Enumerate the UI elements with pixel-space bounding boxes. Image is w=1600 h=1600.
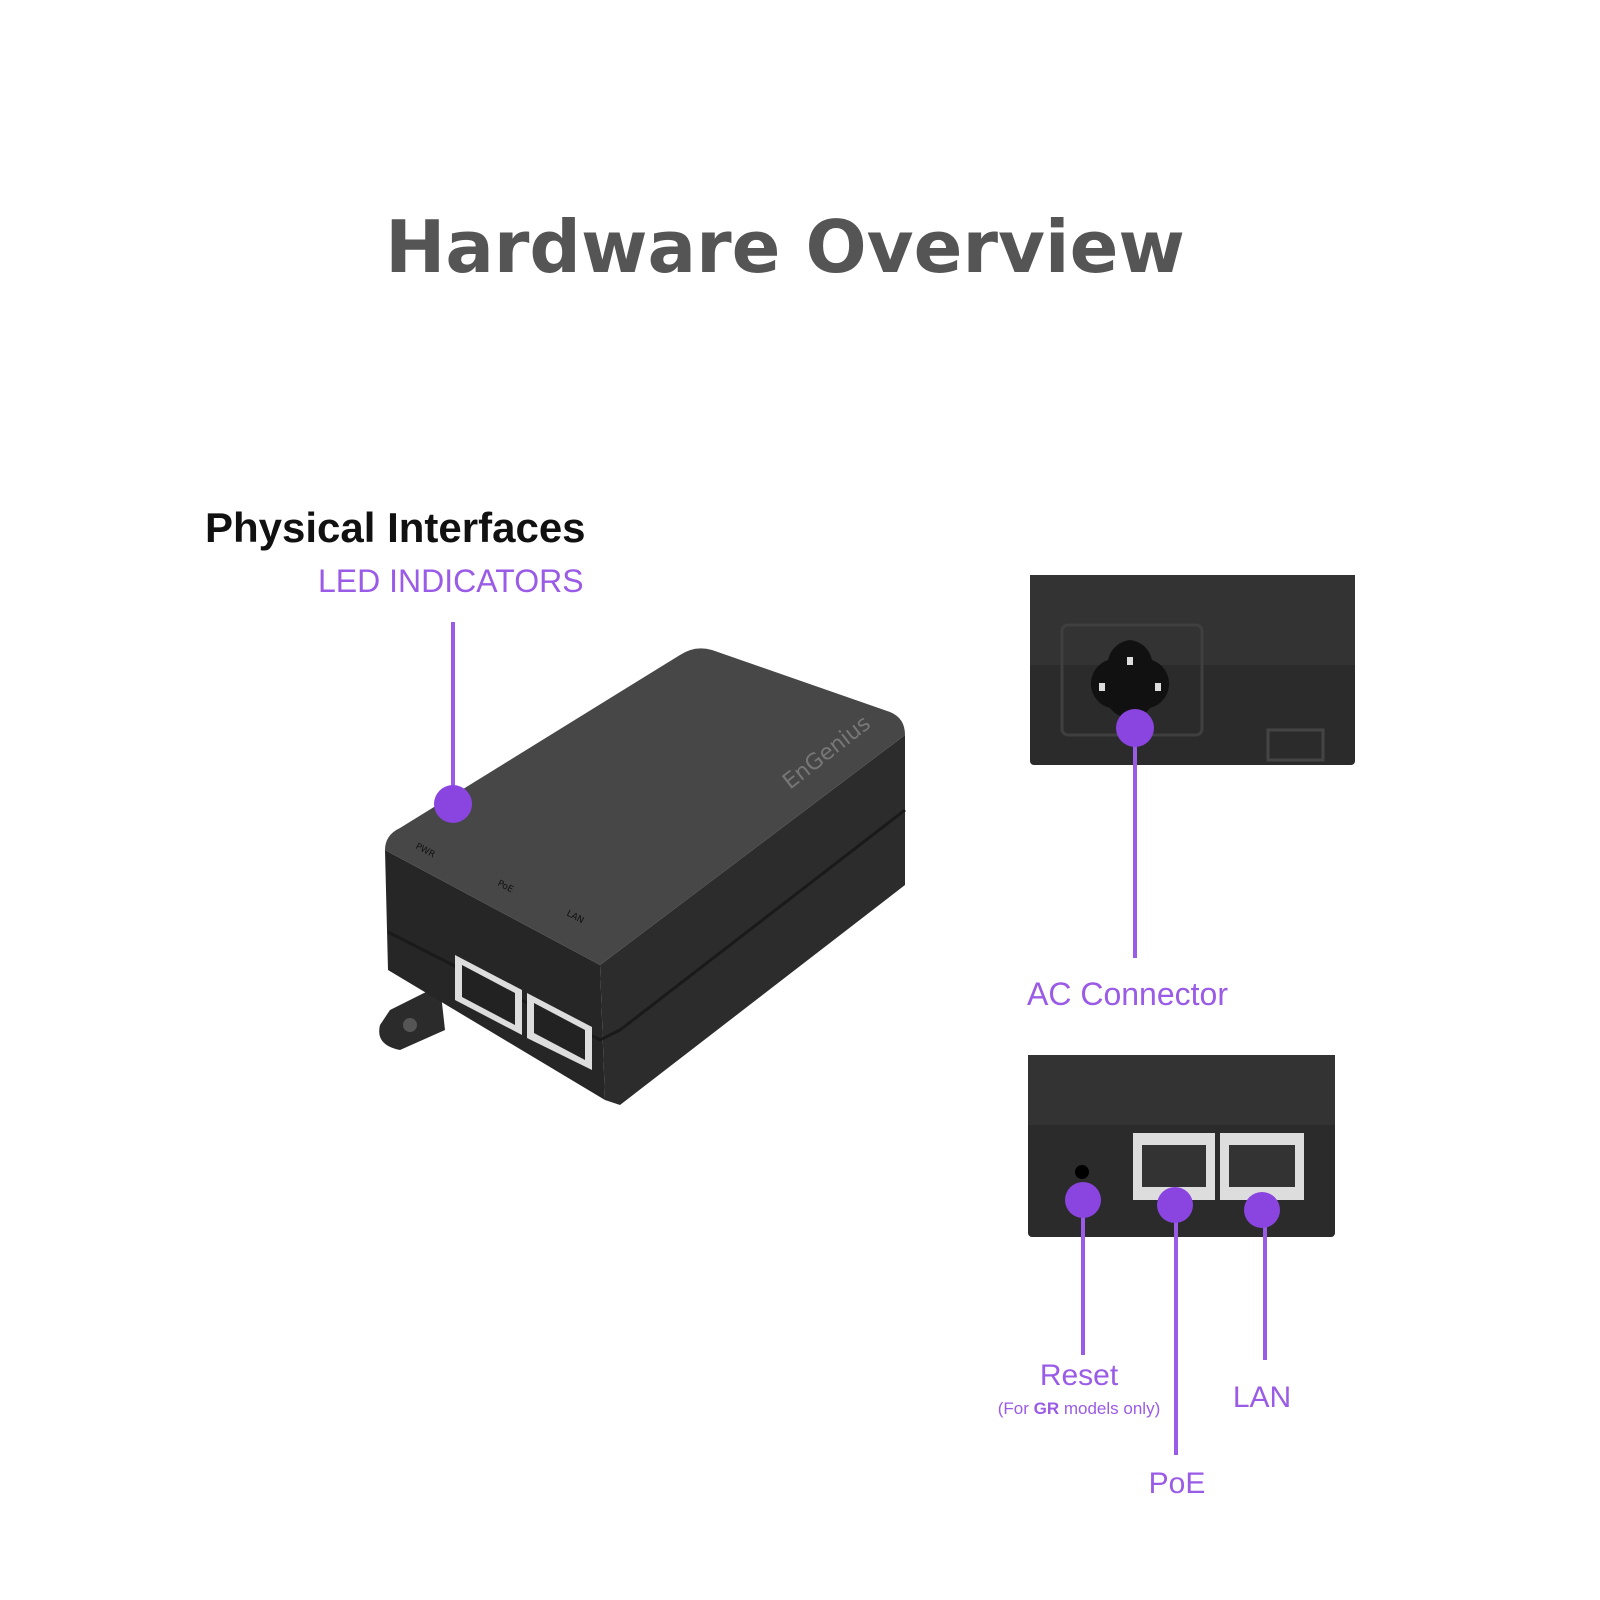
- led-indicators-label: LED INDICATORS: [318, 563, 584, 599]
- reset-hole: [1075, 1165, 1089, 1179]
- reset-note: (For GR models only): [998, 1399, 1161, 1418]
- ac-callout-dot: [1116, 709, 1154, 747]
- side-face: [600, 735, 905, 1105]
- poe-injector-port-side-view: [1028, 1055, 1335, 1237]
- ac-connector-label: AC Connector: [1027, 976, 1228, 1012]
- page-title: Hardware Overview: [385, 205, 1185, 289]
- top-face: [385, 648, 905, 965]
- section-heading: Physical Interfaces: [205, 504, 586, 551]
- mount-hole: [403, 1018, 417, 1032]
- lan-callout-dot: [1244, 1192, 1280, 1228]
- poe-injector-ac-side-view: [1030, 575, 1355, 765]
- reset-label: Reset: [1040, 1359, 1119, 1392]
- poe-injector-angled-view: EnGenius PWR PoE LAN: [379, 648, 906, 1105]
- reset-callout-dot: [1065, 1182, 1101, 1218]
- lan-label: LAN: [1233, 1381, 1291, 1414]
- rj45-ports-front: [455, 955, 592, 1070]
- mounting-ear: [379, 985, 445, 1050]
- led-callout-dot: [434, 785, 472, 823]
- poe-label: PoE: [1149, 1467, 1206, 1500]
- poe-callout-dot: [1157, 1187, 1193, 1223]
- ac-socket: [1090, 640, 1170, 718]
